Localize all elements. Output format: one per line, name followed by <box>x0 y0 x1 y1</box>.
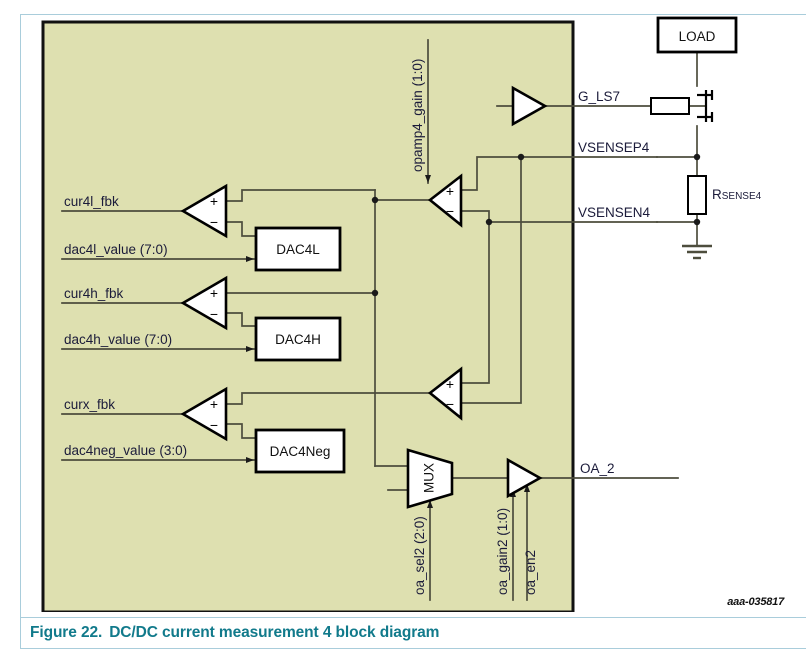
label-oa-en2: oa_en2 <box>523 550 538 595</box>
junction-bus-cur4h <box>371 289 379 297</box>
opamp-lower-plus: + <box>446 376 454 392</box>
figure-title: DC/DC current measurement 4 block diagra… <box>109 624 440 641</box>
label-cur4l-fbk: cur4l_fbk <box>64 194 119 209</box>
figure-asset-id: aaa-035817 <box>727 596 784 608</box>
comparator-cur4h-plus: + <box>210 285 218 301</box>
label-dac4h-value: dac4h_value (7:0) <box>64 332 172 347</box>
block-dac4h-body <box>254 316 342 362</box>
label-vsensen4: VSENSEN4 <box>578 205 651 220</box>
opamp4[interactable]: + − <box>427 173 463 228</box>
wire-opamp4-plus-to-vsensep4 <box>460 156 658 191</box>
opamp4-plus: + <box>446 183 454 199</box>
wire-opamp2-minus-up <box>460 156 522 404</box>
junction-vsensep4 <box>517 153 525 161</box>
figure-number: Figure 22. <box>30 624 103 641</box>
label-cur4h-fbk: cur4h_fbk <box>64 286 124 301</box>
block-dac4l-body <box>254 226 342 272</box>
wire-cmp3-plus-out <box>225 392 376 405</box>
comparator-cur4h-minus: − <box>210 306 218 322</box>
block-dac4h-label: DAC4H <box>275 332 321 347</box>
block-dac4neg-label: DAC4Neg <box>270 444 331 459</box>
label-rsense4-prefix: R <box>712 187 722 202</box>
gate-driver-buffer[interactable] <box>511 85 548 127</box>
caption-rule <box>20 617 806 618</box>
block-dac4neg[interactable]: DAC4Neg <box>254 428 346 474</box>
wire-cmp3-minus-out <box>225 423 257 439</box>
page-rule-top <box>20 14 806 15</box>
block-diagram: + − + − + − DAC4L DAC4H DAC4Neg <box>41 16 762 612</box>
block-load[interactable]: LOAD <box>656 16 738 54</box>
page-rule-bottom <box>20 648 806 649</box>
wire-opamp4-minus-to-vsensen4 <box>460 210 658 223</box>
block-mux-label: MUX <box>422 463 437 493</box>
comparator-cur4h-body <box>180 275 228 331</box>
block-load-label: LOAD <box>679 29 716 44</box>
junction-rsense-top <box>693 153 701 161</box>
label-g-ls7: G_LS7 <box>578 89 620 104</box>
junction-bus-top <box>371 196 379 204</box>
label-oa-gain2: oa_gain2 (1:0) <box>495 508 510 595</box>
junction-vsensen4 <box>485 218 493 226</box>
wire-cmp1-plus-out <box>225 189 376 202</box>
comparator-curx-minus: − <box>210 417 218 433</box>
oa2-buffer-body <box>506 457 543 499</box>
opamp-lower[interactable]: + − <box>427 366 463 421</box>
opamp4-body <box>427 173 463 228</box>
mosfet-low-side <box>697 90 714 122</box>
oa2-buffer[interactable] <box>506 457 543 499</box>
label-dac4neg-value: dac4neg_value (3:0) <box>64 443 187 458</box>
block-mux-body <box>406 448 454 509</box>
comparator-curx-plus: + <box>210 396 218 412</box>
ground-symbol <box>682 244 712 260</box>
comparator-cur4h[interactable]: + − <box>180 275 228 331</box>
block-dac4neg-body <box>254 428 346 474</box>
gate-driver-buffer-body <box>511 85 548 127</box>
block-dac4h[interactable]: DAC4H <box>254 316 342 362</box>
comparator-cur4l-plus: + <box>210 193 218 209</box>
block-dac4l-label: DAC4L <box>276 242 320 257</box>
label-oa-sel2: oa_sel2 (2:0) <box>412 516 427 595</box>
comparator-cur4l-body <box>180 183 228 239</box>
label-vsensep4: VSENSEP4 <box>578 140 650 155</box>
label-dac4l-value: dac4l_value (7:0) <box>64 242 168 257</box>
rsense4-resistor <box>687 175 707 215</box>
wire-cmp1-minus-out <box>225 221 257 237</box>
comparator-curx[interactable]: + − <box>180 386 228 442</box>
wire-layer <box>61 39 707 601</box>
label-curx-fbk: curx_fbk <box>64 397 115 412</box>
figure-caption: Figure 22. DC/DC current measurement 4 bl… <box>30 624 790 642</box>
label-opamp4-gain: opamp4_gain (1:0) <box>410 59 425 172</box>
label-oa-2: OA_2 <box>580 461 615 476</box>
block-mux[interactable]: MUX <box>406 448 454 509</box>
page-rule-left <box>20 14 21 649</box>
comparator-curx-body <box>180 386 228 442</box>
comparator-cur4l-minus: − <box>210 214 218 230</box>
opamp4-minus: − <box>446 203 454 219</box>
label-rsense4: RSENSE4 <box>712 187 762 202</box>
wire-opamp2-plus-up <box>460 221 490 384</box>
opamp-lower-minus: − <box>446 396 454 412</box>
comparator-cur4l[interactable]: + − <box>180 183 228 239</box>
gate-resistor <box>650 97 690 115</box>
block-load-body <box>656 16 738 54</box>
junction-dots <box>371 153 701 297</box>
wire-cmp2-minus-out <box>225 312 257 327</box>
opamp-lower-body <box>427 366 463 421</box>
label-rsense4-suffix: SENSE4 <box>722 191 762 202</box>
block-dac4l[interactable]: DAC4L <box>254 226 342 272</box>
junction-rsense-bot <box>693 218 701 226</box>
